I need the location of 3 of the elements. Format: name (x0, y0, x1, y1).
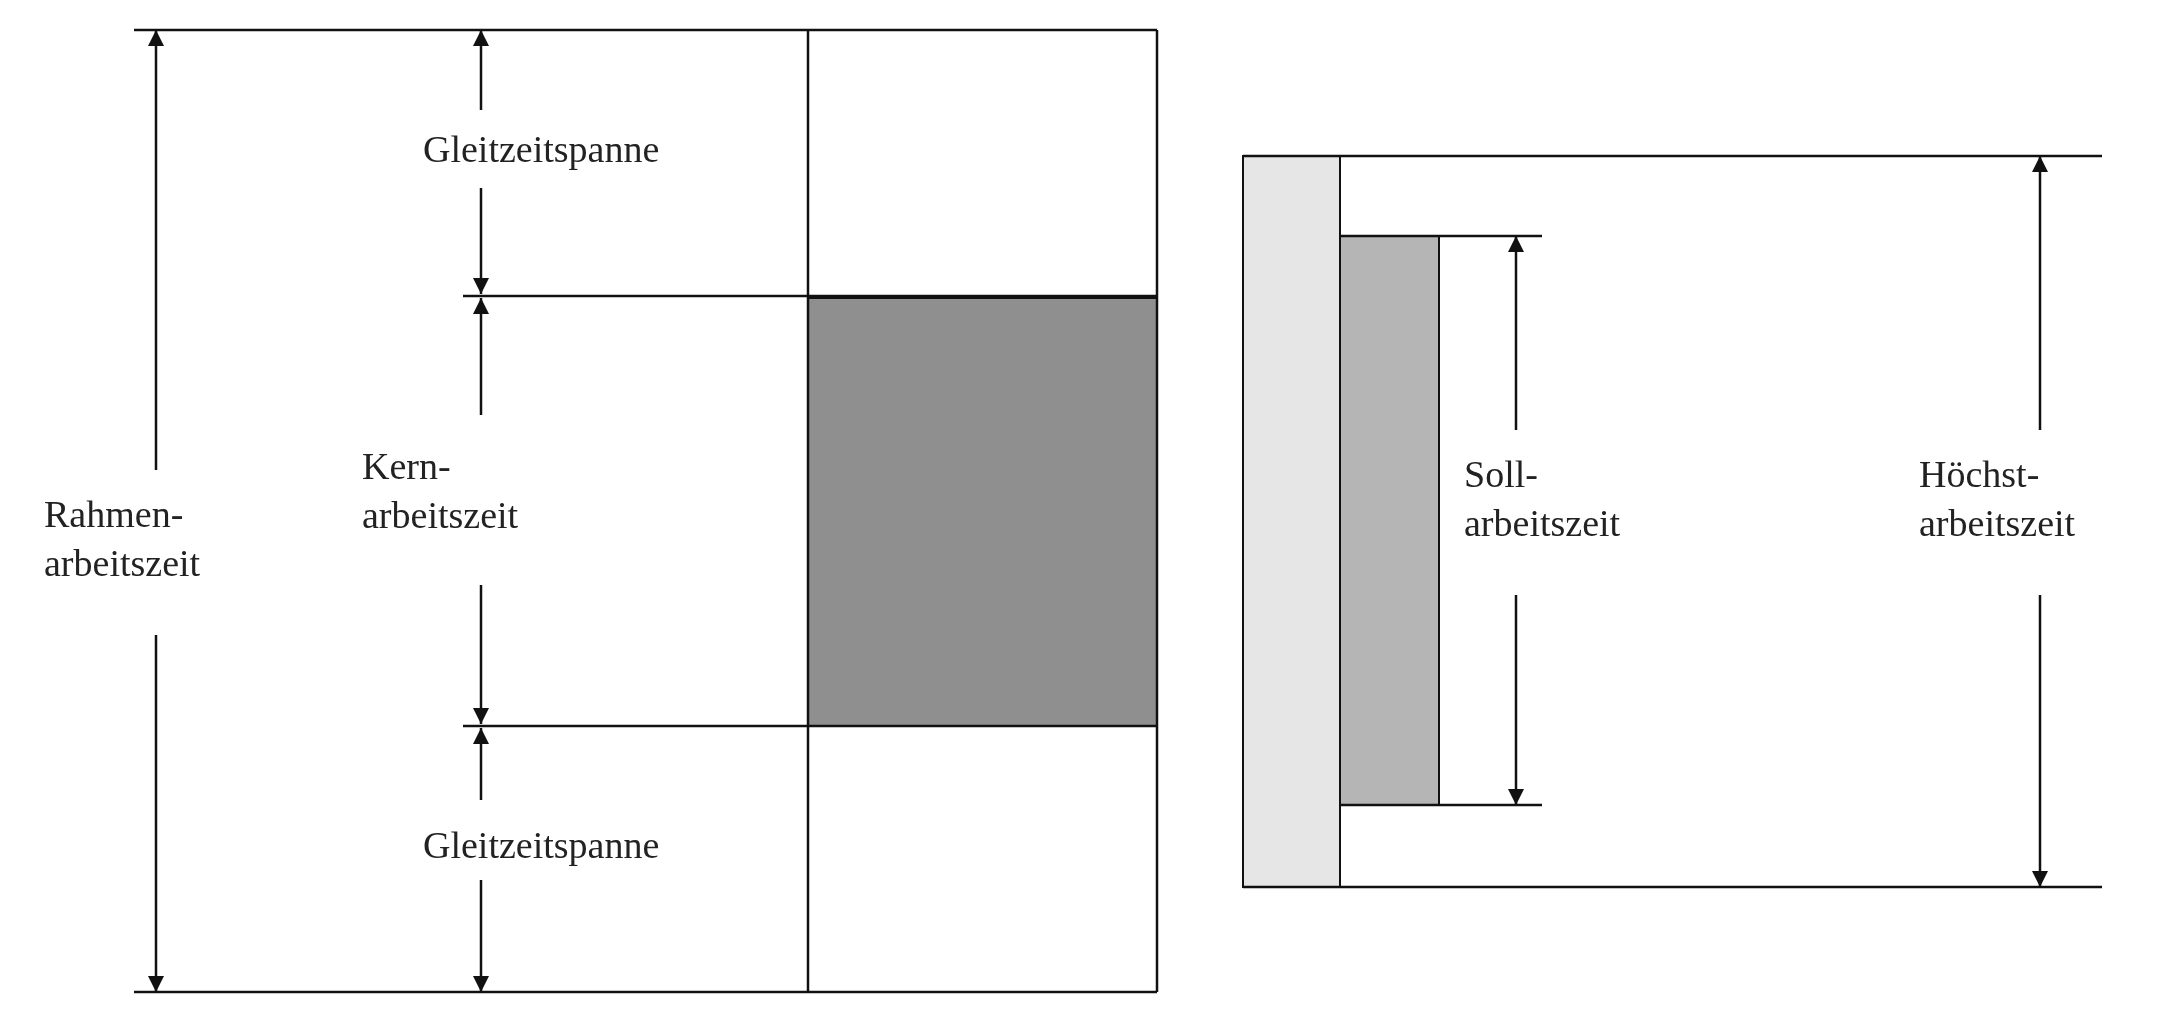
time-block (1339, 235, 1440, 806)
time-block (807, 297, 1158, 727)
time-block (1242, 155, 1341, 888)
